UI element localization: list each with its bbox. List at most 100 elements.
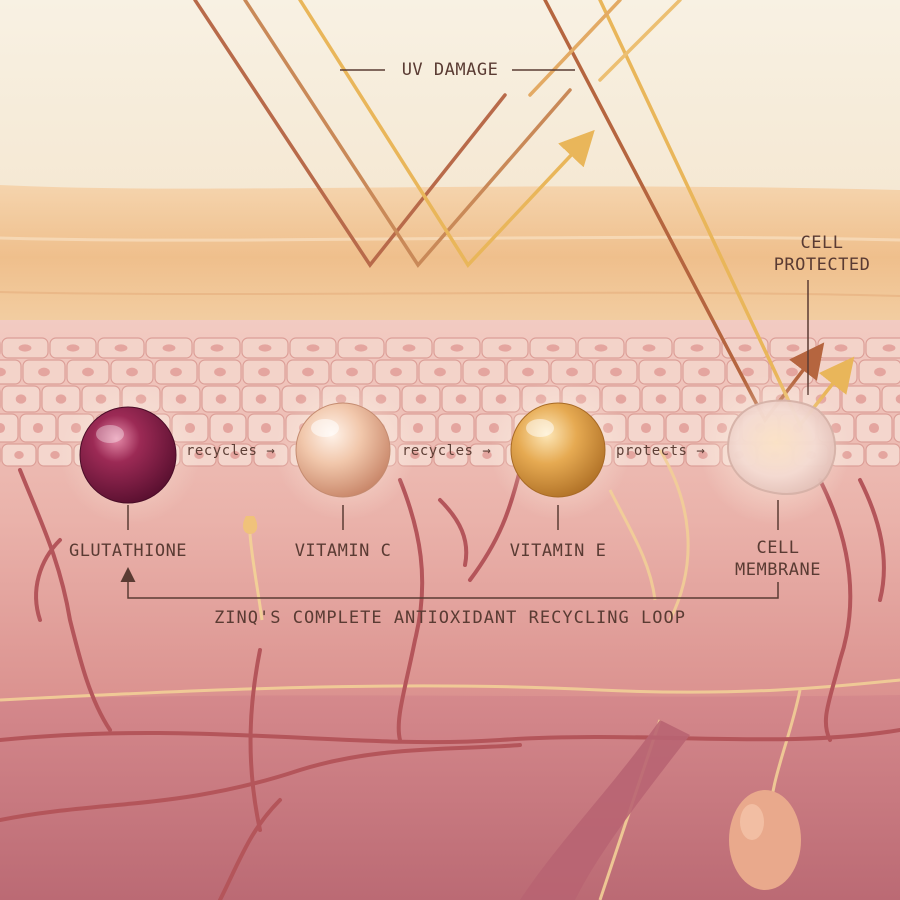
- cell-nucleus: [695, 394, 707, 404]
- cell-nucleus: [15, 394, 27, 404]
- cell-nucleus: [450, 422, 462, 434]
- cell-nucleus: [498, 344, 512, 352]
- recycling-loop-caption: ZINQ'S COMPLETE ANTIOXIDANT RECYCLING LO…: [214, 608, 686, 628]
- cell-nucleus: [690, 344, 704, 352]
- cell-membrane-icon: [726, 399, 837, 495]
- cell-nucleus: [878, 451, 888, 459]
- uv-ray-3: [298, 0, 595, 268]
- cell-nucleus: [170, 367, 182, 377]
- cell-nucleus: [175, 394, 187, 404]
- cell-nucleus: [50, 451, 60, 459]
- cell-nucleus: [258, 344, 272, 352]
- cell-nucleus: [654, 367, 666, 377]
- cell-nucleus: [434, 367, 446, 377]
- gland-bulb: [729, 790, 801, 890]
- vitamin-e-label: VITAMIN E: [509, 541, 607, 561]
- cell-nucleus: [874, 367, 886, 377]
- cell-nucleus: [266, 451, 276, 459]
- cell-nucleus: [302, 367, 314, 377]
- cell-nucleus: [642, 344, 656, 352]
- cell-nucleus: [478, 367, 490, 377]
- cell-nucleus: [346, 367, 358, 377]
- cell-nucleus: [522, 367, 534, 377]
- cell-nucleus: [738, 344, 752, 352]
- uv-damage-label: UV DAMAGE: [401, 60, 499, 80]
- uv-ray-2: [243, 0, 572, 268]
- cell-nucleus: [306, 344, 320, 352]
- cell-nucleus: [215, 394, 227, 404]
- cell-nucleus: [786, 344, 800, 352]
- cell-nucleus: [402, 344, 416, 352]
- arrow-label-recycles-2: recycles →: [402, 443, 492, 459]
- cell-nucleus: [214, 367, 226, 377]
- cell-nucleus: [495, 394, 507, 404]
- nerve-bulb: [243, 516, 258, 534]
- cell-membrane-label: CELL MEMBRANE: [735, 538, 821, 580]
- cell-nucleus: [742, 367, 754, 377]
- cell-nucleus: [415, 394, 427, 404]
- cell-nucleus: [615, 394, 627, 404]
- uv-ray-1: [193, 0, 507, 268]
- cell-nucleus: [594, 344, 608, 352]
- cell-nucleus: [678, 422, 690, 434]
- cell-nucleus: [32, 422, 44, 434]
- cell-nucleus: [260, 422, 272, 434]
- epidermis-cell: [0, 413, 19, 443]
- arrow-label-recycles-1: recycles →: [186, 443, 276, 459]
- epidermis-cell: [0, 359, 22, 385]
- cell-nucleus: [895, 394, 900, 404]
- sky-background: [0, 0, 900, 200]
- vitamin-e-sphere-icon: [510, 402, 606, 498]
- cell-nucleus: [230, 451, 240, 459]
- cell-nucleus: [18, 344, 32, 352]
- cell-nucleus: [126, 367, 138, 377]
- cell-nucleus: [222, 422, 234, 434]
- cell-protected-label: CELL PROTECTED: [773, 233, 871, 275]
- cell-nucleus: [610, 367, 622, 377]
- cell-nucleus: [834, 344, 848, 352]
- glutathione-sphere-icon: [79, 406, 177, 504]
- cell-nucleus: [446, 451, 456, 459]
- cell-nucleus: [412, 422, 424, 434]
- cell-nucleus: [450, 344, 464, 352]
- cell-nucleus: [855, 394, 867, 404]
- uv-ray-6: [528, 0, 622, 97]
- cell-nucleus: [640, 422, 652, 434]
- glutathione-label: GLUTATHIONE: [68, 541, 188, 561]
- recycling-loop-bracket: [120, 567, 779, 599]
- cell-nucleus: [162, 344, 176, 352]
- cell-nucleus: [210, 344, 224, 352]
- cell-nucleus: [390, 367, 402, 377]
- cell-nucleus: [546, 344, 560, 352]
- blood-vessels: [0, 468, 900, 900]
- epidermis-cell: [881, 385, 900, 413]
- large-vessel: [520, 720, 690, 900]
- cell-nucleus: [482, 451, 492, 459]
- vitamin-c-label: VITAMIN C: [294, 541, 392, 561]
- cell-nucleus: [0, 422, 6, 434]
- cell-nucleus: [55, 394, 67, 404]
- cell-nucleus: [868, 422, 880, 434]
- cell-nucleus: [882, 344, 896, 352]
- cell-nucleus: [66, 344, 80, 352]
- epidermis-cell: [893, 413, 900, 443]
- cell-nucleus: [38, 367, 50, 377]
- cell-nucleus: [655, 394, 667, 404]
- cell-nucleus: [786, 367, 798, 377]
- cell-nucleus: [0, 367, 6, 377]
- cell-nucleus: [258, 367, 270, 377]
- stratum-corneum-layer: [0, 185, 900, 330]
- cell-nucleus: [255, 394, 267, 404]
- cell-nucleus: [14, 451, 24, 459]
- cell-nucleus: [114, 344, 128, 352]
- uv-ray-7: [598, 0, 682, 82]
- vitamin-c-sphere-icon: [295, 402, 391, 498]
- cell-nucleus: [82, 367, 94, 377]
- cell-nucleus: [354, 344, 368, 352]
- arrow-label-protects: protects →: [616, 443, 706, 459]
- cell-nucleus: [698, 367, 710, 377]
- cell-nucleus: [566, 367, 578, 377]
- cell-nucleus: [455, 394, 467, 404]
